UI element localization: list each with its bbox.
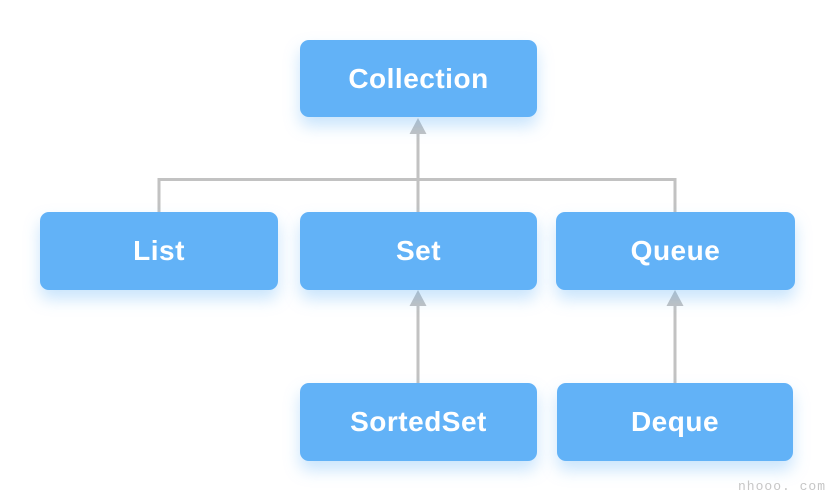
arrowhead-to-queue [666, 290, 684, 306]
node-collection-label: Collection [348, 62, 489, 94]
node-queue-label: Queue [630, 235, 721, 266]
node-deque: Deque [557, 383, 793, 461]
node-collection: Collection [300, 40, 537, 117]
watermark: nhooo. com [737, 479, 826, 494]
node-deque-label: Deque [630, 406, 720, 437]
node-queue: Queue [556, 212, 795, 290]
node-sortedset-label: SortedSet [350, 406, 487, 437]
arrowhead-to-collection [409, 118, 427, 134]
node-sortedset: SortedSet [300, 383, 537, 461]
node-list: List [40, 212, 278, 290]
node-list-label: List [133, 235, 185, 266]
node-set: Set [300, 212, 537, 290]
arrowhead-to-set [409, 290, 427, 306]
node-set-label: Set [395, 235, 442, 266]
